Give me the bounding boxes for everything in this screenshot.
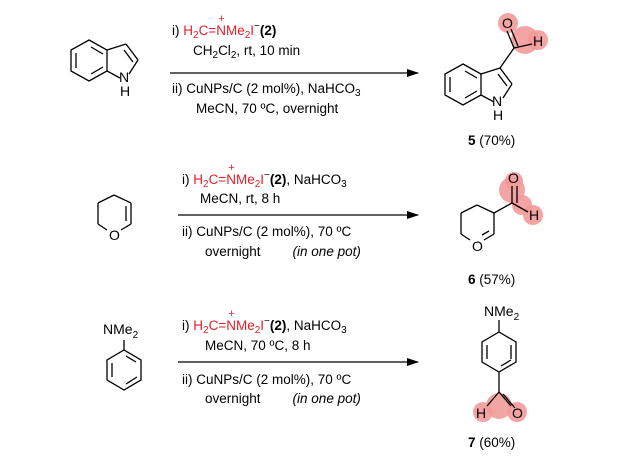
product5-nh-label: H [493, 107, 503, 123]
product7-nme2-label: NMe2 [484, 303, 520, 323]
dimethylaniline-structure [106, 340, 142, 391]
row1-condition-i-solvent: CH2Cl2, rt, 10 min [193, 43, 301, 61]
dma-nme2-label: NMe2 [103, 321, 139, 341]
product6-o-ald-label: O [508, 170, 519, 186]
row3-condition-i-solvent: MeCN, 70 ºC, 8 h [205, 338, 311, 353]
row3-condition-ii-time: overnight(in one pot) [205, 391, 361, 406]
row2-condition-ii-time: overnight(in one pot) [205, 244, 361, 259]
product7-h-label: H [476, 405, 486, 421]
row2-condition-i-solvent: MeCN, rt, 8 h [200, 191, 281, 206]
indole-structure [70, 39, 139, 82]
indole-n-label: N [119, 69, 129, 85]
row1-condition-i: i) H2C=+NMe2I−(2) [172, 13, 277, 41]
product5-o-label: O [502, 15, 513, 31]
row2-condition-i: i) H2C=+NMe2I−(2), NaHCO3 [182, 162, 347, 190]
product5-label: 5 (70%) [468, 133, 516, 148]
row2-condition-ii: ii) CuNPs/C (2 mol%), 70 ºC [182, 224, 352, 239]
row1-condition-ii: ii) CuNPs/C (2 mol%), NaHCO3 [172, 81, 361, 99]
indole-h-label: H [120, 83, 130, 99]
indole-aldehyde-structure [444, 13, 548, 106]
row3-condition-i: i) H2C=+NMe2I−(2), NaHCO3 [182, 308, 347, 336]
dimethylaminobenzaldehyde-structure [473, 320, 527, 422]
product6-label: 6 (57%) [468, 272, 516, 287]
product6-h-label: H [529, 207, 539, 223]
row1-condition-ii-solvent: MeCN, 70 ºC, overnight [196, 101, 339, 116]
row3-condition-ii: ii) CuNPs/C (2 mol%), 70 ºC [182, 372, 352, 387]
dihydropyran-aldehyde-structure [460, 172, 543, 241]
product7-label: 7 (60%) [468, 435, 516, 450]
dihydropyran-structure [97, 194, 132, 231]
dhp-o-label: O [109, 227, 120, 243]
product5-n-label: N [492, 93, 502, 109]
product7-o-label: O [512, 405, 523, 421]
product5-h-label: H [533, 33, 543, 49]
product6-o-ring-label: O [472, 238, 483, 254]
